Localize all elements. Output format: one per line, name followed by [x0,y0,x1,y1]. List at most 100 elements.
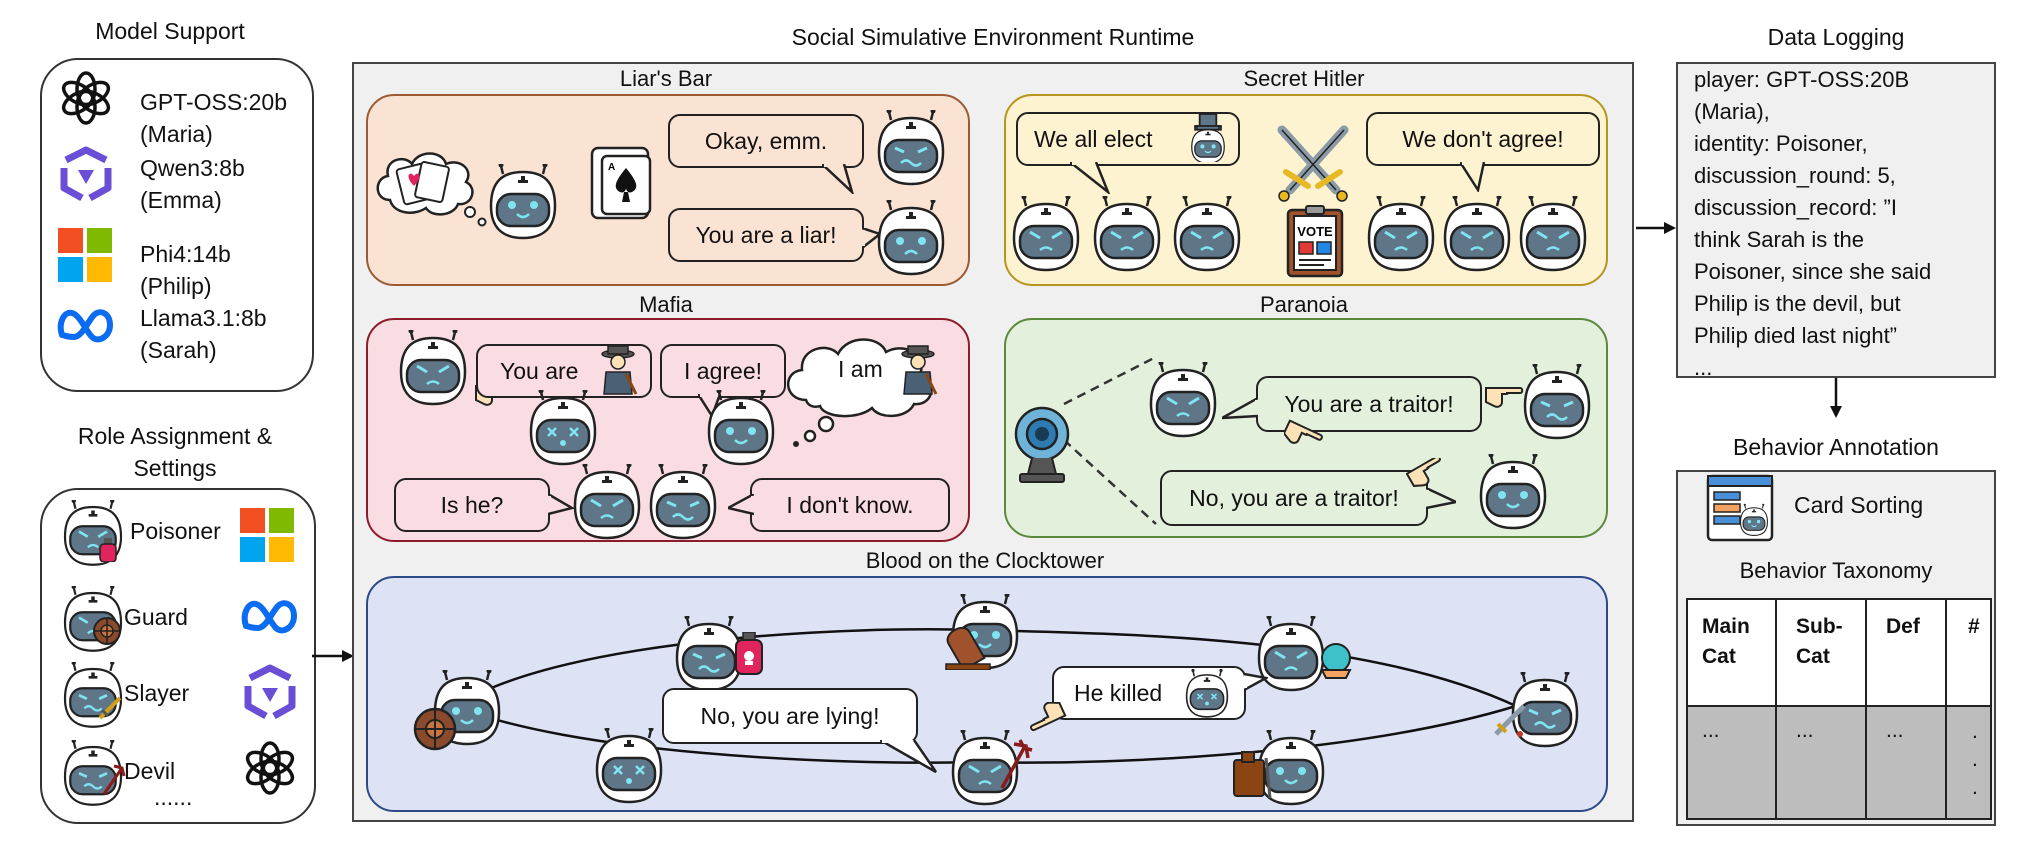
role-label-poisoner: Poisoner [130,518,221,544]
microsoft-logo-icon [240,508,294,562]
secret-hitler-title: Secret Hitler [1243,66,1365,91]
openai-logo-icon [245,741,295,795]
trident-icon [102,764,126,795]
taxonomy-col-sub-cat: Sub-Cat [1796,615,1843,668]
log-line: think Sarah is the [1694,227,1864,252]
gangster-icon [901,345,938,395]
sword-icon [98,696,122,720]
top-hat-robot-icon [1191,114,1225,162]
model-label-gpt: GPT-OSS:20b(Maria) [140,89,288,147]
trident-icon [1000,739,1033,789]
paranoia-bubble-1: You are a traitor! [1256,376,1482,432]
log-line: discussion_round: 5, [1694,163,1896,188]
taxonomy-col-count: # [1968,615,1980,638]
taxonomy-cell: ... [1886,719,1904,742]
secret-hitler-bubble-2-tail [1460,162,1486,192]
microsoft-logo-icon [58,228,112,282]
sword-icon [1494,704,1526,737]
paranoia-bubble-2-tail [1426,488,1456,510]
model-label-phi: Phi4:14b(Philip) [140,241,231,299]
crystal-ball-icon [1320,643,1352,679]
cleaver-icon [1233,751,1272,799]
clocktower-title: Blood on the Clocktower [865,548,1105,573]
gangster-icon [601,345,638,395]
robot-mafia-3 [573,464,641,540]
role-label-devil: Devil [124,758,176,784]
clocktower-bubble-2-tail [880,740,938,774]
robot-clock-6 [595,728,663,804]
runtime-title: Social Simulative Environment Runtime [791,24,1195,50]
dead-robot-icon [1185,668,1229,718]
mafia-bubble-5: I don't know. [750,478,950,532]
paranoia-bubble-1-tail [1222,398,1258,420]
arrow-log-to-annotation [1830,378,1842,418]
liars-bubble-1: Okay, emm. [668,114,864,168]
mafia-title: Mafia [639,292,693,317]
mafia-bubble-4-tail [548,494,574,516]
taxonomy-grid [1686,598,1992,820]
model-support-title: Model Support [95,18,245,44]
mafia-bubble-5-tail [728,494,754,516]
log-line: Philip is the devil, but [1694,291,1901,316]
robot-mafia-1 [399,330,467,406]
log-record: player: GPT-OSS:20B (Maria), identity: P… [1694,64,1931,384]
robot-mafia-4 [649,464,717,540]
log-line: player: GPT-OSS:20B [1694,67,1910,92]
log-line: discussion_record: ”I [1694,195,1897,220]
mafia-bubble-3: I am [838,356,883,382]
robot-mafia-dead [529,390,597,466]
robot-liars-1 [489,164,557,240]
secret-hitler-bubble-2: We don't agree! [1366,112,1600,166]
svg-text:A: A [608,162,615,173]
robot-liars-3 [877,200,945,276]
clocktower-bubble-2: No, you are lying! [662,688,918,744]
openai-logo-icon [61,71,111,125]
card-sorting-icon [1706,474,1774,542]
mafia-bubble-2: I agree! [660,344,786,398]
taxonomy-col-main-cat: Main Cat [1702,615,1750,668]
camera-icon [1014,406,1070,483]
pointing-hand-icon [1030,702,1067,732]
vote-label: VOTE [1297,224,1333,239]
crossed-swords-icon [1277,125,1349,202]
poison-icon [99,538,117,562]
paranoia-title: Paranoia [1259,292,1349,317]
card-sorting-label: Card Sorting [1794,492,1924,518]
meta-logo-icon [57,309,113,343]
robot-sh-1 [1012,196,1080,272]
behavior-annotation-title: Behavior Annotation [1733,434,1939,460]
log-line: Philip died last night” [1694,323,1898,348]
qwen-logo-icon [60,146,112,202]
roles-more: ...... [154,784,193,810]
arrow-roles-to-runtime [312,650,354,662]
mafia-bubble-4: Is he? [394,478,550,532]
shield-icon [93,617,121,645]
vote-board-icon: VOTE [1286,205,1344,278]
data-logging-box [1676,62,1996,378]
data-logging-title: Data Logging [1767,24,1905,50]
taxonomy-cell-vertical-dots: ... [1972,720,1978,799]
log-line: ... [1694,355,1713,380]
spade-card-icon: A [590,146,652,220]
taxonomy-col-def: Def [1886,615,1920,638]
paranoia-bubble-2: No, you are a traitor! [1160,470,1428,526]
role-label-slayer: Slayer [124,680,190,706]
liars-bar-title: Liar's Bar [619,66,713,91]
thought-cloud-mafia [786,338,933,447]
robot-mafia-2 [707,390,775,466]
log-line: identity: Poisoner, [1694,131,1868,156]
meta-logo-icon [241,600,297,634]
robot-paranoia-1 [1149,362,1217,438]
role-assignment-title: Role Assignment & Settings [77,423,273,481]
log-line: Poisoner, since she said [1694,259,1932,284]
qwen-logo-icon [244,664,296,720]
taxonomy-cell: ... [1796,719,1814,742]
robot-liars-2 [877,110,945,186]
model-support-box [40,58,314,392]
robot-sh-2 [1093,196,1161,272]
robot-sh-3 [1173,196,1241,272]
arrow-runtime-to-log [1636,222,1676,234]
robot-paranoia-2 [1523,364,1591,440]
taxonomy-title: Behavior Taxonomy [1739,558,1933,583]
shield-icon [413,707,457,751]
